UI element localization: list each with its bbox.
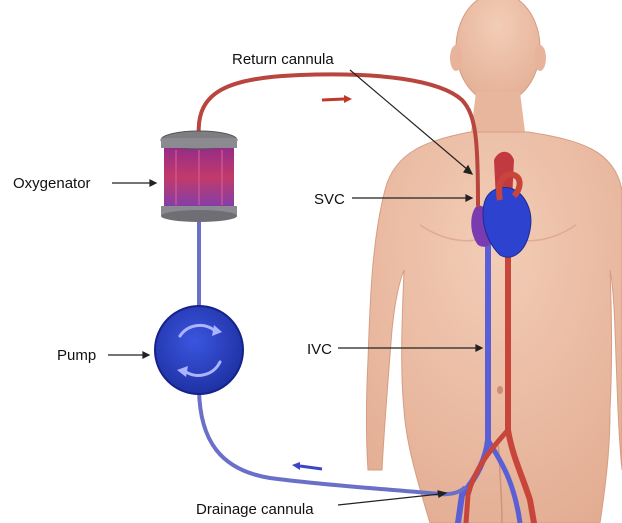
arrow-left-icon <box>292 462 322 470</box>
label-ivc: IVC <box>307 341 332 358</box>
labels: Return cannula Oxygenator SVC Pump IVC D… <box>13 51 345 518</box>
right-ear <box>534 45 546 71</box>
arrow-right-icon <box>322 95 352 103</box>
label-svc: SVC <box>314 191 345 208</box>
label-oxygenator: Oxygenator <box>13 175 91 192</box>
oxygenator <box>161 131 237 222</box>
navel <box>497 386 503 394</box>
label-drainage-cannula: Drainage cannula <box>196 501 314 518</box>
pump <box>155 306 243 394</box>
pump-housing <box>155 306 243 394</box>
oxygenator-cap-band-top <box>161 138 237 148</box>
label-return-cannula: Return cannula <box>232 51 334 68</box>
label-pump: Pump <box>57 347 96 364</box>
head <box>456 0 540 103</box>
left-ear <box>450 45 462 71</box>
oxygenator-bottom-cap <box>161 210 237 222</box>
